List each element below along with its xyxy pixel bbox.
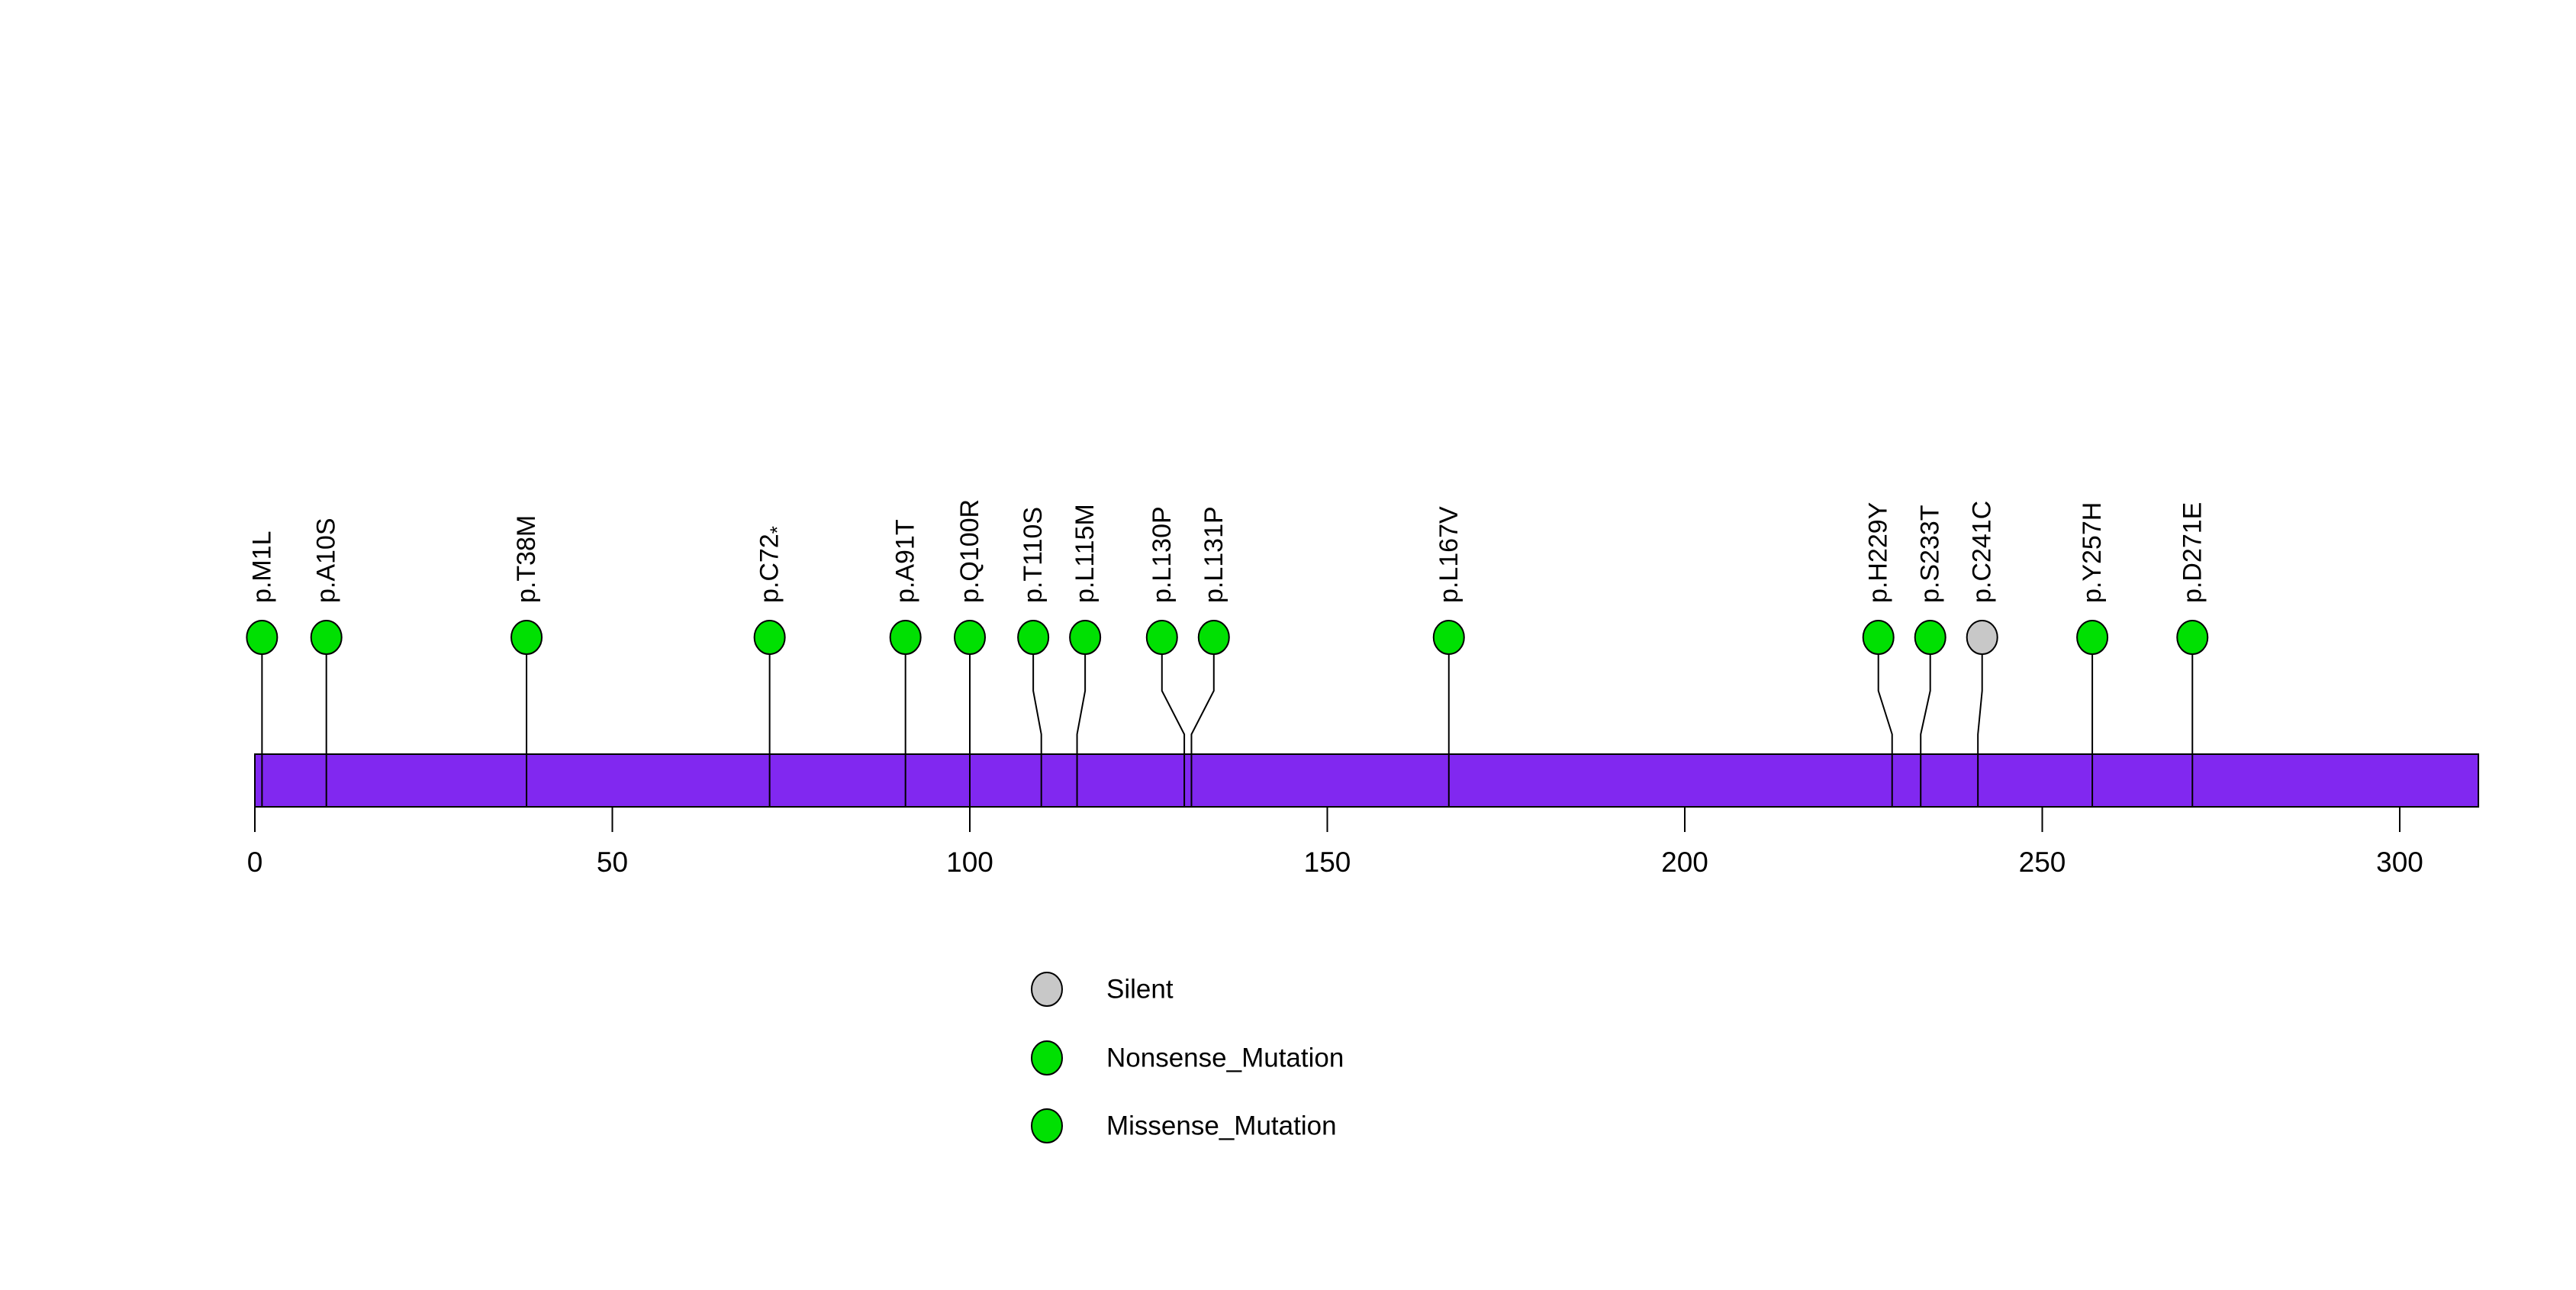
mutation-marker-ps233t [1914, 620, 1946, 655]
legend-swatch-nonsense_mutation [1031, 1040, 1063, 1076]
lollipop-stem [1076, 654, 1087, 807]
mutation-label: p.A91T [891, 519, 920, 603]
mutation-marker-pm1l [246, 620, 279, 655]
mutation-marker-pq100r [954, 620, 986, 655]
lollipop-stem [1877, 654, 1893, 807]
mutation-label: p.S233T [1916, 505, 1945, 603]
legend-label: Missense_Mutation [1106, 1111, 1337, 1141]
mutation-marker-py257h [2076, 620, 2109, 655]
mutation-marker-pl130p [1145, 620, 1178, 655]
axis-tick-label: 200 [1661, 847, 1708, 878]
mutation-label: p.H229Y [1864, 502, 1893, 603]
mutation-label: p.C241C [1968, 501, 1997, 603]
mutation-marker-pc241c [1966, 620, 1998, 655]
mutation-label: p.Y257H [2078, 502, 2107, 603]
mutation-label: p.D271E [2178, 502, 2207, 603]
mutation-marker-pc72 [753, 620, 786, 655]
axis-tick-label: 0 [247, 847, 263, 878]
axis-tick-label: 150 [1304, 847, 1351, 878]
mutation-marker-pd271e [2176, 620, 2209, 655]
legend-swatch-silent [1031, 972, 1063, 1007]
legend-label: Nonsense_Mutation [1106, 1043, 1344, 1073]
mutation-marker-pa10s [310, 620, 343, 655]
axis-tick-label: 250 [2019, 847, 2066, 878]
mutation-label: p.C72* [755, 526, 789, 603]
lollipop-stem [1161, 654, 1186, 807]
axis-tick-label: 100 [946, 847, 993, 878]
mutation-marker-ph229y [1862, 620, 1895, 655]
lollipop-stem [1032, 654, 1042, 807]
mutation-label: p.L130P [1148, 506, 1177, 603]
mutation-label: p.L167V [1435, 506, 1463, 603]
legend-label: Silent [1106, 975, 1174, 1005]
mutation-label: p.T110S [1019, 507, 1048, 603]
axis-tick-label: 50 [597, 847, 628, 878]
mutation-label: p.L131P [1199, 506, 1228, 603]
mutation-marker-pt38m [510, 620, 543, 655]
mutation-label: p.L115M [1071, 504, 1100, 603]
mutation-marker-pl131p [1197, 620, 1230, 655]
mutation-label: p.T38M [512, 515, 541, 603]
mutation-label: p.M1L [247, 531, 276, 604]
mutation-marker-pt110s [1017, 620, 1050, 655]
lollipop-stem [1920, 654, 1931, 807]
lollipop-stem [1190, 654, 1215, 807]
mutation-marker-pa91t [889, 620, 922, 655]
protein-backbone-bar [254, 753, 2480, 808]
legend-swatch-missense_mutation [1031, 1108, 1063, 1143]
axis-tick-label: 300 [2376, 847, 2423, 878]
lollipop-stem [1977, 654, 1983, 807]
mutation-label: p.A10S [312, 518, 341, 603]
mutation-marker-pl115m [1069, 620, 1102, 655]
mutation-marker-pl167v [1432, 620, 1465, 655]
mutation-label: p.Q100R [955, 499, 984, 603]
